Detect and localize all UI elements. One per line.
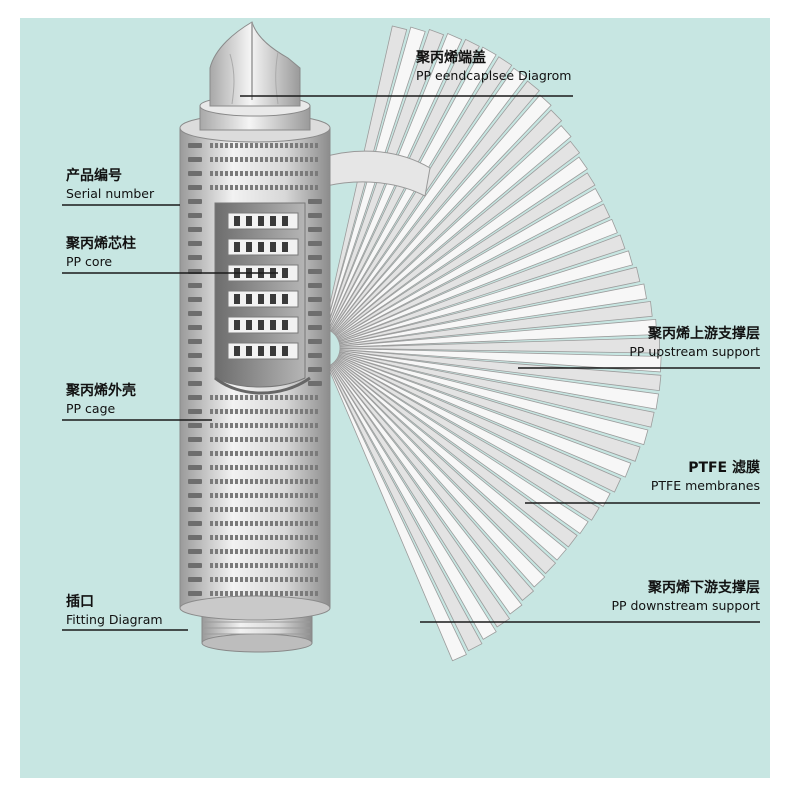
cutaway-edge [214,376,311,395]
label-endcap: 聚丙烯端盖 PP eendcaplsee Diagrom [416,50,571,83]
fitting-label-zh: 插口 [66,594,94,610]
endcap-label-en: PP eendcaplsee Diagrom [416,67,572,83]
cage-label-en: PP cage [66,400,116,416]
cage-slots [188,143,322,596]
label-core: 聚丙烯芯柱 PP core [66,236,136,269]
fitting-label-en: Fitting Diagram [66,611,163,627]
cage-label-zh: 聚丙烯外壳 [66,383,136,399]
label-serial: 产品编号 Serial number [66,168,154,201]
upstream-label-en: PP upstream support [629,343,760,359]
filter-cartridge [179,21,331,653]
core-label-en: PP core [66,253,113,269]
downstream-label-zh: 聚丙烯下游支撑层 [648,580,760,596]
label-downstream: 聚丙烯下游支撑层 PP downstream support [611,580,760,613]
endcap-label-zh: 聚丙烯端盖 [416,50,486,66]
filter-cartridge-illustration [20,18,770,778]
membrane-label-zh: PTFE 滤膜 [688,460,760,476]
serial-label-zh: 产品编号 [66,168,122,184]
pp-core [227,212,299,360]
label-upstream: 聚丙烯上游支撑层 PP upstream support [629,326,760,359]
serial-label-en: Serial number [66,185,155,201]
upstream-label-zh: 聚丙烯上游支撑层 [648,326,760,342]
diagram-canvas: 聚丙烯端盖 PP eendcaplsee Diagrom 产品编号 Serial… [20,18,770,778]
label-membrane: PTFE 滤膜 PTFE membranes [651,460,760,493]
core-label-zh: 聚丙烯芯柱 [66,236,136,252]
upstream-support-strip [319,150,431,197]
label-fitting: 插口 Fitting Diagram [66,594,163,627]
downstream-label-en: PP downstream support [611,597,760,613]
leader-lines [62,95,760,631]
membrane-label-en: PTFE membranes [650,477,760,493]
label-cage: 聚丙烯外壳 PP cage [66,383,136,416]
